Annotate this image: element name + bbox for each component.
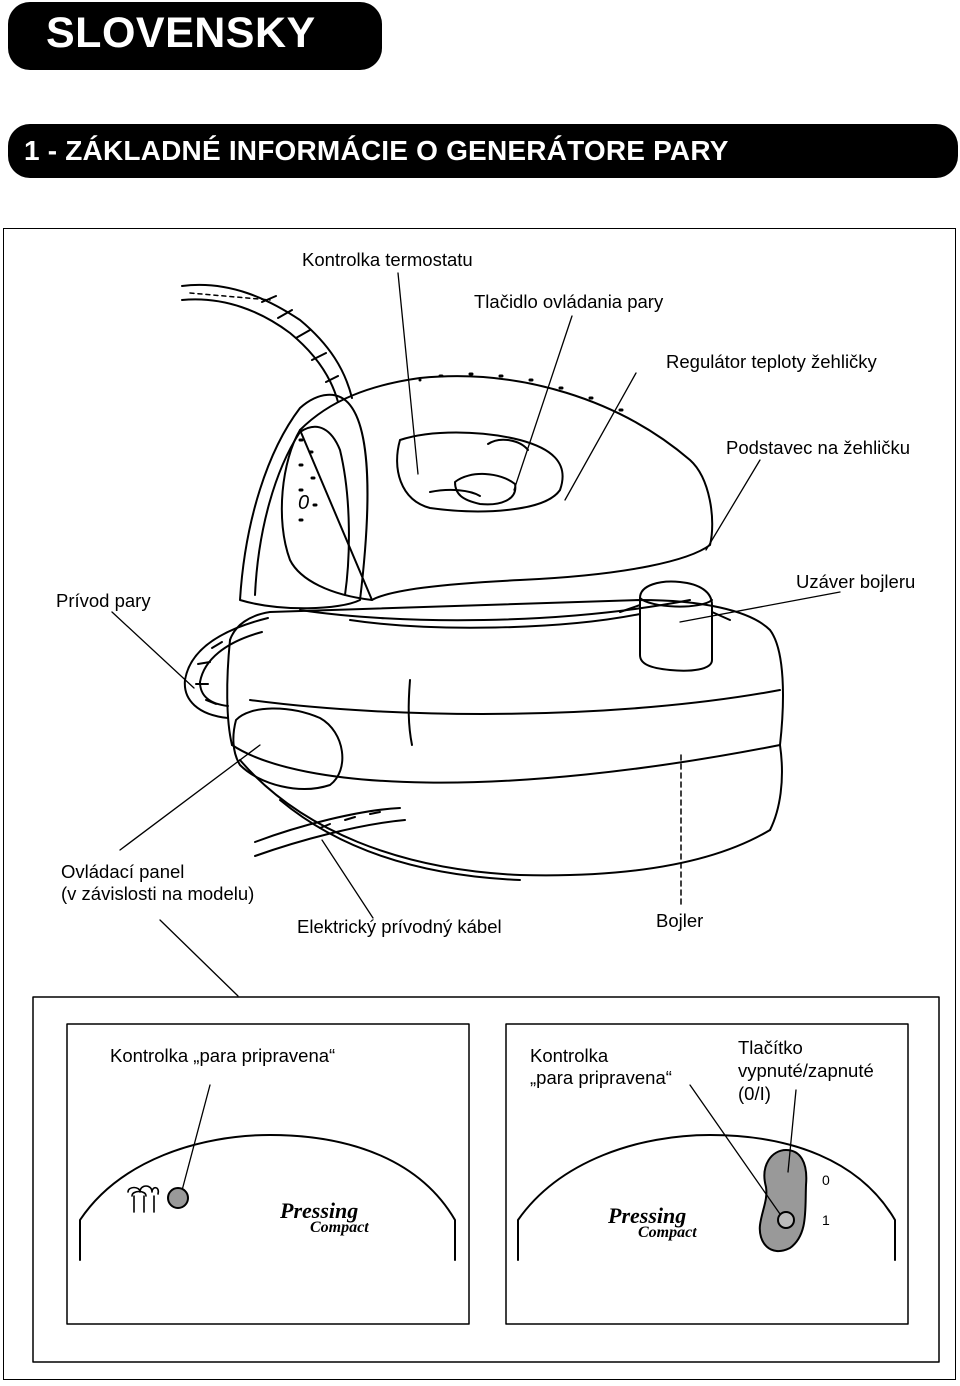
- label-steam-ready-right-1: Kontrolka: [530, 1045, 609, 1066]
- label-power-switch-2: vypnuté/zapnuté: [738, 1060, 874, 1081]
- steam-ready-light-left: [167, 1187, 189, 1209]
- label-boiler: Bojler: [656, 910, 704, 931]
- label-temp-regulator: Regulátor teploty žehličky: [666, 351, 877, 372]
- language-title: SLOVENSKY: [46, 9, 316, 57]
- brand-line-2: Compact: [310, 1219, 369, 1236]
- label-steam-hose: Prívod pary: [56, 590, 151, 611]
- control-panel-frame: [32, 996, 940, 1363]
- steam-hose-drawing: [181, 284, 353, 403]
- language-tab: SLOVENSKY: [8, 2, 382, 70]
- switch-off-label: 0: [822, 1172, 830, 1188]
- switch-on-label: 1: [822, 1212, 830, 1228]
- label-power-switch-1: Tlačítko: [738, 1037, 803, 1058]
- iron-drawing: [239, 372, 714, 629]
- brand-line-2: Compact: [638, 1224, 697, 1241]
- label-steam-button: Tlačidlo ovládania pary: [474, 291, 664, 312]
- brand-line-1: Pressing: [280, 1198, 359, 1223]
- leader-lines: [111, 272, 841, 997]
- brand-logo-right: Pressing Compact: [608, 1205, 697, 1241]
- brand-line-1: Pressing: [608, 1203, 687, 1228]
- panel-left-frame: [66, 1023, 470, 1325]
- panel-left-drawing: [79, 1084, 456, 1261]
- illustration-frame: [3, 228, 956, 1380]
- power-switch: [758, 1149, 808, 1253]
- label-power-switch-3: (0/I): [738, 1083, 771, 1104]
- panel-right-drawing: [517, 1084, 896, 1261]
- iron-dial-mark: 0: [298, 492, 310, 514]
- label-control-panel-note: (v závislosti na modelu): [61, 883, 255, 904]
- label-steam-ready-right-2: „para pripravena“: [530, 1067, 672, 1088]
- steam-ready-light-right: [777, 1211, 795, 1229]
- label-control-panel: Ovládací panel: [61, 861, 185, 882]
- label-iron-rest: Podstavec na žehličku: [726, 437, 911, 458]
- label-thermostat-light: Kontrolka termostatu: [302, 249, 473, 270]
- label-steam-ready-left: Kontrolka „para pripravena“: [110, 1045, 336, 1066]
- section-title: 1 - ZÁKLADNÉ INFORMÁCIE O GENERÁTORE PAR…: [24, 135, 729, 166]
- panel-right-frame: [505, 1023, 909, 1325]
- label-boiler-cap: Uzáver bojleru: [796, 571, 916, 592]
- base-drawing: [183, 580, 784, 909]
- section-header: 1 - ZÁKLADNÉ INFORMÁCIE O GENERÁTORE PAR…: [8, 124, 958, 178]
- steam-icon: [127, 1185, 160, 1213]
- brand-logo-left: Pressing Compact: [280, 1200, 369, 1236]
- label-power-cord: Elektrický prívodný kábel: [297, 916, 502, 937]
